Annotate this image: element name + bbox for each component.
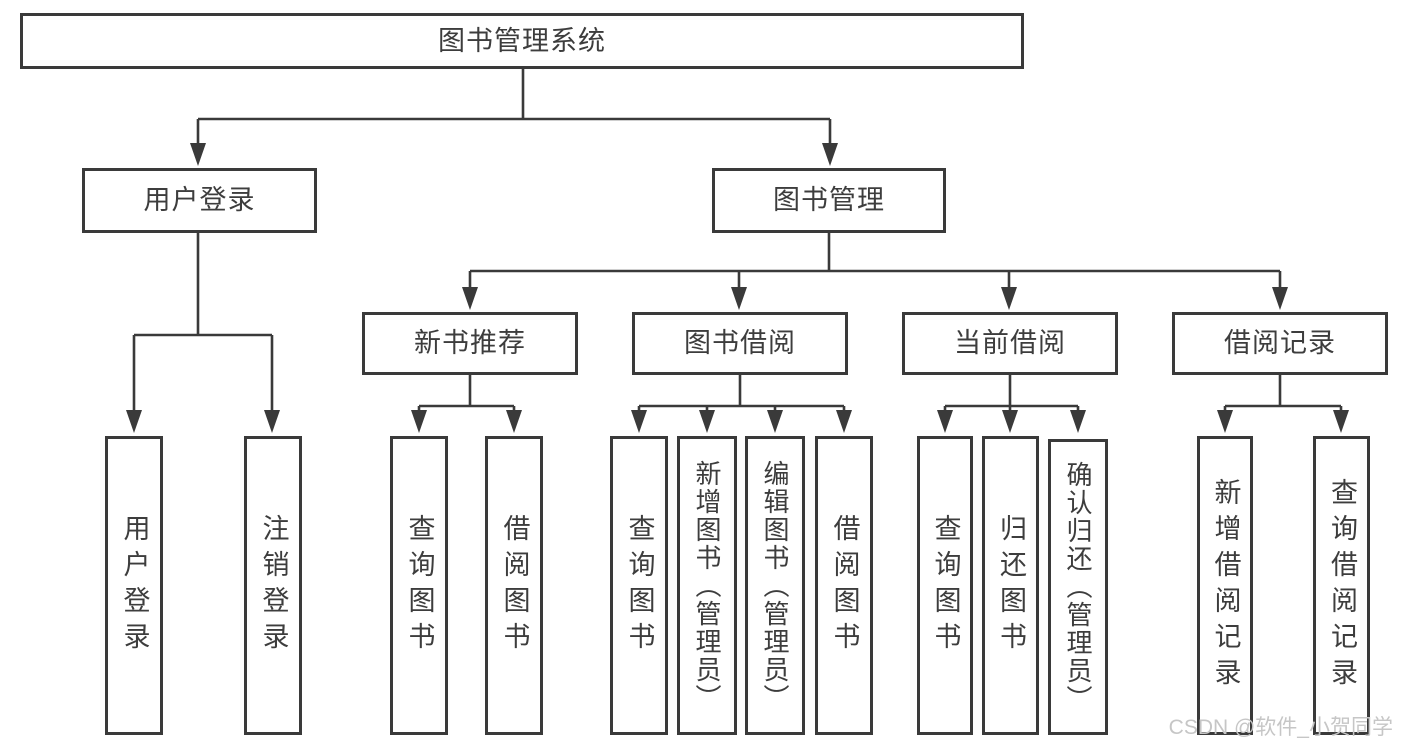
- node-leaf-query-books-current-label: 查询图书: [930, 513, 961, 658]
- node-leaf-confirm-return-admin: 确认归还（管理员）: [1048, 439, 1108, 735]
- connector-borrow-record-to-leaves: [1217, 375, 1349, 433]
- node-leaf-borrow-books-recommend: 借阅图书: [485, 436, 543, 735]
- node-leaf-add-books-admin: 新增图书（管理员）: [677, 436, 737, 735]
- connector-current-borrow-to-leaves: [937, 375, 1086, 433]
- node-new-book-recommend: 新书推荐: [362, 312, 578, 375]
- node-leaf-logout: 注销登录: [244, 436, 302, 735]
- connector-root-to-level2: [190, 69, 838, 166]
- node-leaf-query-borrow-record: 查询借阅记录: [1313, 436, 1370, 735]
- node-leaf-add-borrow-record: 新增借阅记录: [1197, 436, 1253, 735]
- node-leaf-logout-label: 注销登录: [258, 513, 289, 658]
- node-leaf-return-books: 归还图书: [982, 436, 1039, 735]
- node-leaf-confirm-return-admin-label: 确认归还（管理员）: [1063, 461, 1093, 713]
- node-leaf-borrow-books-recommend-label: 借阅图书: [499, 513, 530, 658]
- node-leaf-edit-books-admin: 编辑图书（管理员）: [745, 436, 805, 735]
- connector-book-management-to-level3: [462, 233, 1288, 310]
- node-leaf-add-books-admin-label: 新增图书（管理员）: [692, 459, 722, 712]
- node-leaf-borrow-books: 借阅图书: [815, 436, 873, 735]
- node-new-book-recommend-label: 新书推荐: [414, 328, 526, 358]
- node-leaf-return-books-label: 归还图书: [996, 513, 1026, 658]
- connector-user-login-to-leaves: [126, 232, 280, 433]
- node-leaf-user-login-label: 用户登录: [119, 513, 150, 658]
- node-leaf-query-books-recommend: 查询图书: [390, 436, 448, 735]
- node-user-login: 用户登录: [82, 168, 317, 233]
- node-leaf-user-login: 用户登录: [105, 436, 163, 735]
- connector-book-borrow-to-leaves: [631, 375, 852, 433]
- connector-new-book-recommend-to-leaves: [411, 375, 522, 433]
- node-leaf-add-borrow-record-label: 新增借阅记录: [1210, 477, 1241, 694]
- node-current-borrow: 当前借阅: [902, 312, 1118, 375]
- node-root-label: 图书管理系统: [438, 25, 606, 56]
- node-current-borrow-label: 当前借阅: [954, 328, 1066, 358]
- node-book-borrow-label: 图书借阅: [684, 328, 796, 358]
- node-leaf-borrow-books-label: 借阅图书: [829, 513, 860, 658]
- node-borrow-record-label: 借阅记录: [1224, 328, 1336, 358]
- node-leaf-query-books-recommend-label: 查询图书: [404, 513, 435, 658]
- node-leaf-edit-books-admin-label: 编辑图书（管理员）: [760, 459, 790, 712]
- node-root: 图书管理系统: [20, 13, 1024, 69]
- node-book-management: 图书管理: [712, 168, 946, 233]
- csdn-watermark: CSDN @软件_小贺同学: [1168, 716, 1393, 739]
- node-book-borrow: 图书借阅: [632, 312, 848, 375]
- node-user-login-label: 用户登录: [143, 185, 256, 215]
- node-leaf-query-books-borrow-label: 查询图书: [624, 513, 655, 658]
- node-borrow-record: 借阅记录: [1172, 312, 1388, 375]
- node-leaf-query-borrow-record-label: 查询借阅记录: [1327, 477, 1357, 694]
- node-leaf-query-books-borrow: 查询图书: [610, 436, 668, 735]
- node-book-management-label: 图书管理: [773, 185, 885, 215]
- node-leaf-query-books-current: 查询图书: [917, 436, 973, 735]
